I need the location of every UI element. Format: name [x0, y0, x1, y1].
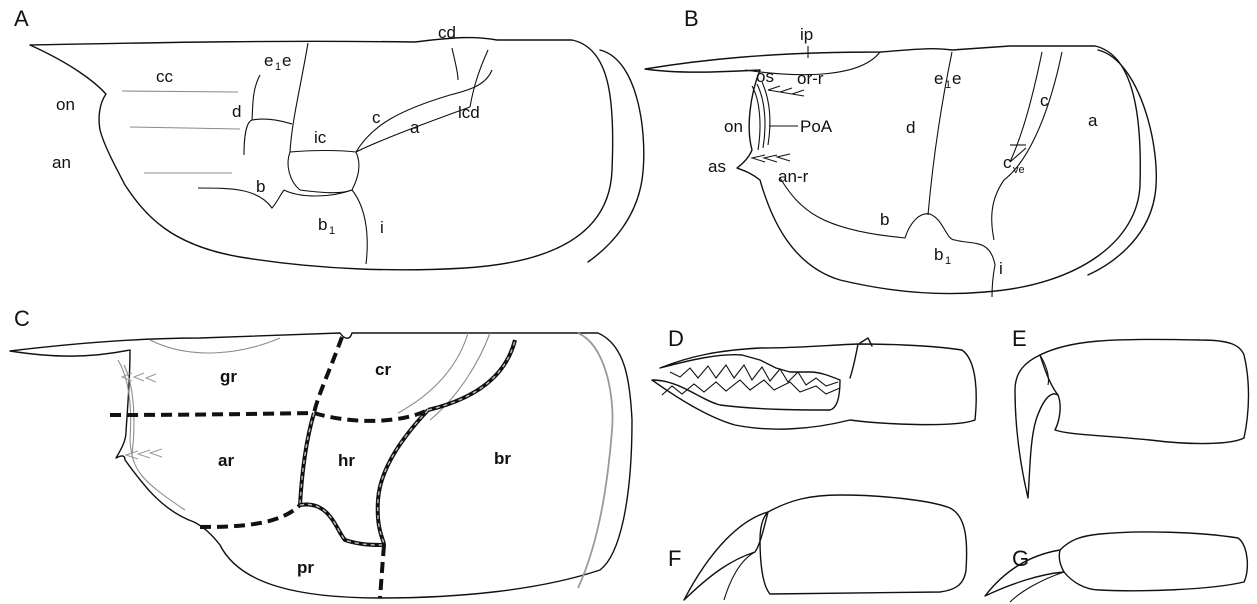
- panel-a: A cd cc e 1 e on d: [14, 6, 644, 270]
- c-region-br: br: [494, 449, 511, 468]
- b-label-an-r: an-r: [778, 167, 809, 186]
- a-label-b: b: [256, 177, 265, 196]
- b-label-poa: PoA: [800, 117, 833, 136]
- panel-e-letter: E: [1012, 326, 1027, 351]
- panel-g: G: [985, 532, 1247, 602]
- panel-a-cervical-lines: [122, 91, 240, 173]
- panel-f: F: [668, 495, 967, 600]
- panel-e-dactyl: [1015, 355, 1058, 498]
- panel-c-posterior-margin: [578, 333, 613, 588]
- b-label-as: as: [708, 157, 726, 176]
- a-label-e1e-tail: e: [282, 51, 291, 70]
- c-region-pr: pr: [297, 558, 314, 577]
- a-label-d: d: [232, 102, 241, 121]
- panel-a-labels: cd cc e 1 e on d c lcd ic a an b b 1 i: [52, 23, 480, 237]
- b-label-b: b: [880, 210, 889, 229]
- panel-b-orbital-lines: [752, 82, 770, 150]
- b-label-i: i: [999, 259, 1003, 278]
- a-label-cd: cd: [438, 23, 456, 42]
- c-region-hr: hr: [338, 451, 355, 470]
- panel-d-letter: D: [668, 326, 684, 351]
- a-label-ic: ic: [314, 128, 327, 147]
- b-label-cve-main: c: [1003, 153, 1012, 172]
- a-label-c: c: [372, 108, 381, 127]
- b-label-or-r: or-r: [797, 69, 824, 88]
- a-label-e1e-main: e: [264, 51, 273, 70]
- panel-d: D: [652, 326, 976, 429]
- b-label-e1e-main: e: [934, 69, 943, 88]
- a-label-e1e-sub: 1: [275, 61, 281, 73]
- panel-a-carapace-outline: [30, 38, 613, 270]
- panel-a-posterior-margin: [588, 50, 644, 262]
- panel-f-letter: F: [668, 546, 681, 571]
- panel-b-letter: B: [684, 6, 699, 31]
- panel-c-grey-grooves: [118, 333, 490, 510]
- b-label-os: os: [756, 67, 774, 86]
- panel-f-dactyl: [684, 512, 768, 600]
- b-label-ip: ip: [800, 25, 813, 44]
- panel-g-propodus: [1059, 532, 1247, 591]
- b-label-b1-sub: 1: [945, 255, 951, 267]
- a-label-lcd: lcd: [458, 103, 480, 122]
- b-label-d: d: [906, 118, 915, 137]
- c-region-ar: ar: [218, 451, 234, 470]
- b-label-b1-main: b: [934, 245, 943, 264]
- panel-a-grooves: [198, 43, 492, 264]
- a-label-on: on: [56, 95, 75, 114]
- panel-c-letter: C: [14, 306, 30, 331]
- c-region-cr: cr: [375, 360, 391, 379]
- b-label-on: on: [724, 117, 743, 136]
- panel-e: E: [1012, 326, 1249, 498]
- panel-b: B ip os: [645, 6, 1156, 297]
- panel-c: C: [10, 306, 632, 598]
- a-label-b1-main: b: [318, 215, 327, 234]
- panel-c-carapace-outline: [10, 333, 632, 598]
- panel-b-posterior-margin: [1088, 50, 1156, 275]
- c-region-gr: gr: [220, 367, 237, 386]
- a-label-an: an: [52, 153, 71, 172]
- b-label-e1e-tail: e: [952, 69, 961, 88]
- a-label-b1-sub: 1: [329, 225, 335, 237]
- a-label-cc: cc: [156, 67, 174, 86]
- panel-f-dactyl-inner: [724, 552, 755, 600]
- a-label-a: a: [410, 118, 420, 137]
- b-label-a: a: [1088, 111, 1098, 130]
- b-label-cve-sub: ve: [1013, 164, 1025, 176]
- b-label-e1e-sub: 1: [945, 79, 951, 91]
- a-label-i: i: [380, 218, 384, 237]
- panel-f-propodus: [760, 495, 967, 594]
- b-label-c: c: [1040, 91, 1049, 110]
- panel-a-letter: A: [14, 6, 29, 31]
- panel-e-propodus: [1040, 339, 1249, 443]
